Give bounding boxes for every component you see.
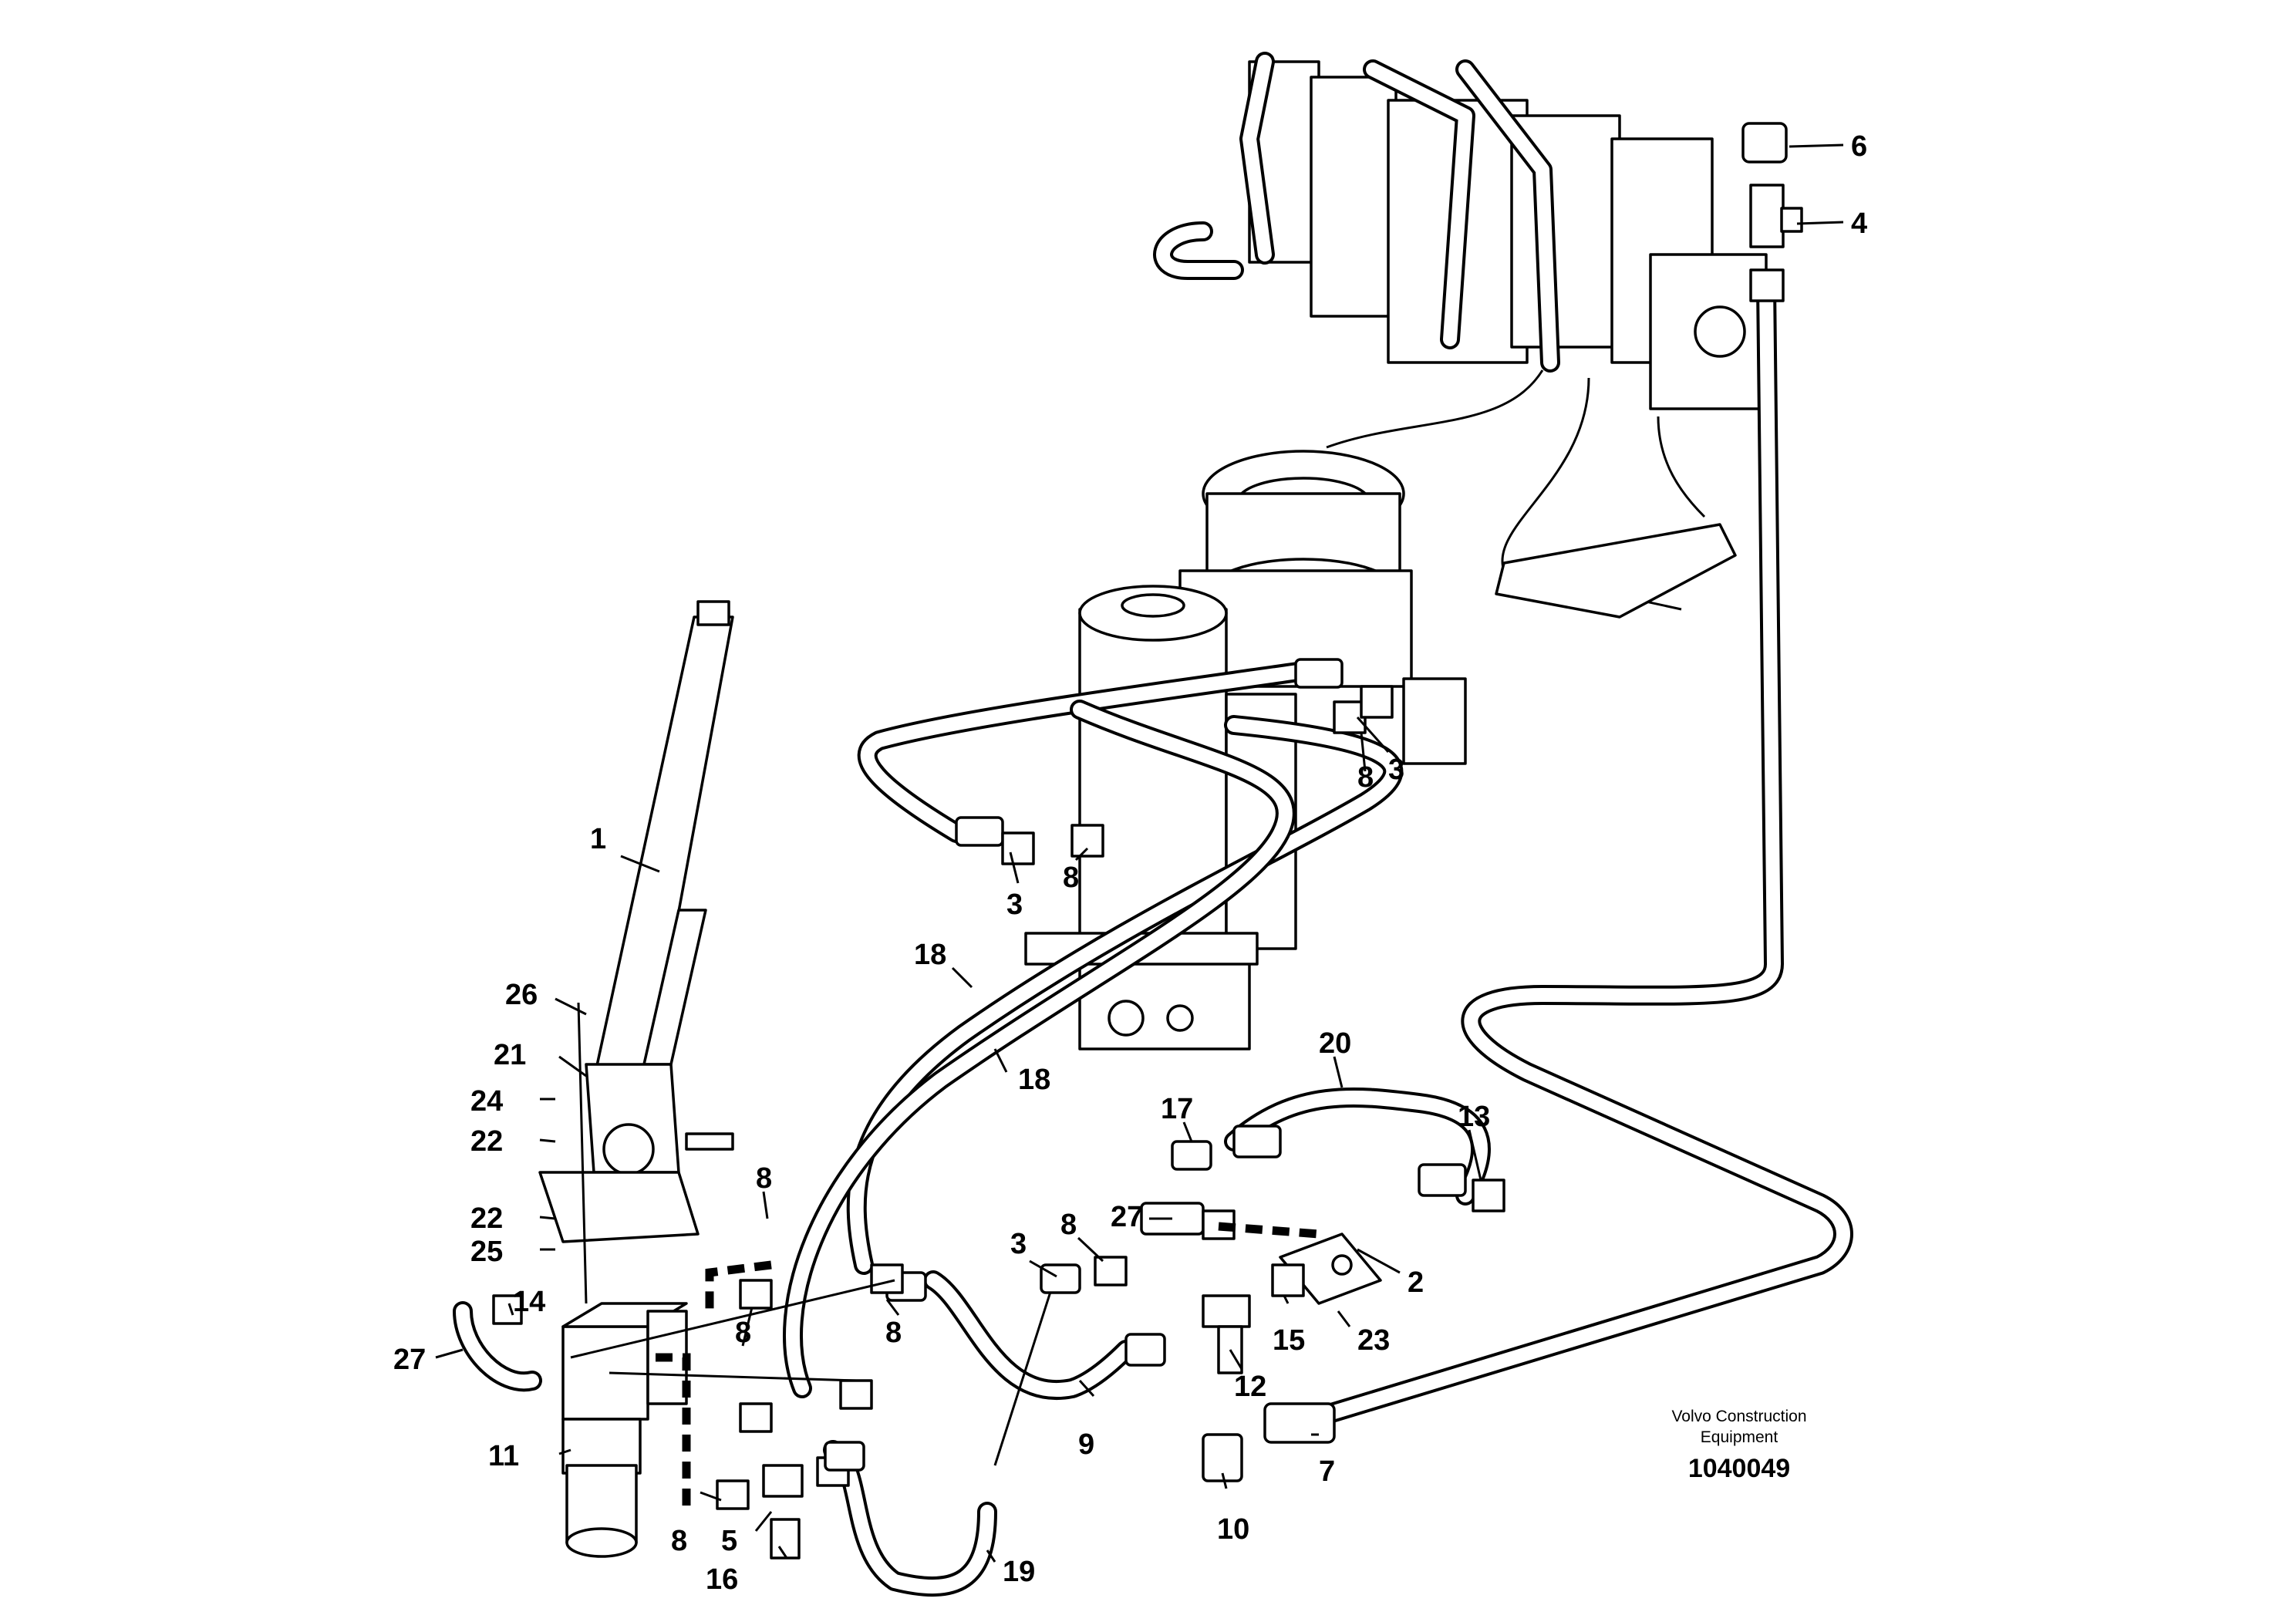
pressure-line [1263,122,1853,1444]
callout-3a: 3 [1388,754,1404,786]
callout-24: 24 [470,1085,503,1118]
callout-25: 25 [470,1236,503,1268]
callout-21: 21 [494,1039,526,1071]
dashed-connection [656,1353,691,1512]
callout-10: 10 [1217,1513,1249,1546]
callout-1: 1 [590,823,606,855]
callout-19: 19 [1003,1556,1035,1588]
callout-12: 12 [1234,1371,1266,1403]
callout-3b: 3 [1006,889,1023,921]
callout-8c: 8 [1063,862,1079,894]
callout-18a: 18 [914,939,946,971]
callout-4: 4 [1851,207,1867,240]
credit-block: Volvo Construction Equipment 1040049 [1671,1408,1806,1483]
callout-5: 5 [721,1525,737,1557]
callout-18b: 18 [1018,1064,1050,1096]
callout-3c: 3 [1010,1228,1027,1260]
callout-17: 17 [1161,1093,1193,1125]
callout-16: 16 [706,1563,738,1596]
callout-labels: 1 2 3 3 3 4 5 6 7 8 8 8 8 8 8 8 9 10 11 … [393,130,1867,1596]
control-valve-assembly [1153,52,1768,619]
hoses-18 [783,658,1404,1398]
callout-9: 9 [1078,1428,1094,1461]
callout-14: 14 [513,1286,545,1318]
callout-8f: 8 [735,1317,751,1349]
callout-22a: 22 [470,1125,503,1158]
credit-line-1: Volvo Construction [1671,1408,1806,1425]
callout-15: 15 [1273,1324,1305,1357]
callout-6: 6 [1851,130,1867,163]
callout-8d: 8 [1060,1209,1077,1241]
dashed-connection [1218,1222,1320,1239]
callout-20: 20 [1319,1027,1351,1060]
callout-27b: 27 [393,1344,426,1376]
callout-27a: 27 [1111,1201,1143,1233]
leader-lines [435,143,1844,1563]
callout-23: 23 [1357,1324,1390,1357]
document-number: 1040049 [1688,1454,1790,1483]
callout-22b: 22 [470,1202,503,1235]
callout-26: 26 [505,979,538,1011]
callout-8a: 8 [756,1162,772,1195]
callout-8b: 8 [1357,761,1374,794]
steering-column [538,600,734,1243]
callout-7: 7 [1319,1455,1335,1488]
dashed-connection [705,1260,772,1311]
hose-20-assembly [1140,1087,1505,1305]
callout-8g: 8 [671,1525,687,1557]
callout-8e: 8 [885,1317,902,1349]
credit-line-2: Equipment [1701,1428,1778,1446]
callout-2: 2 [1408,1266,1424,1299]
steering-unit [561,1002,688,1558]
callout-13: 13 [1458,1101,1490,1133]
lower-hoses [453,1256,1305,1597]
callout-11: 11 [488,1440,519,1472]
